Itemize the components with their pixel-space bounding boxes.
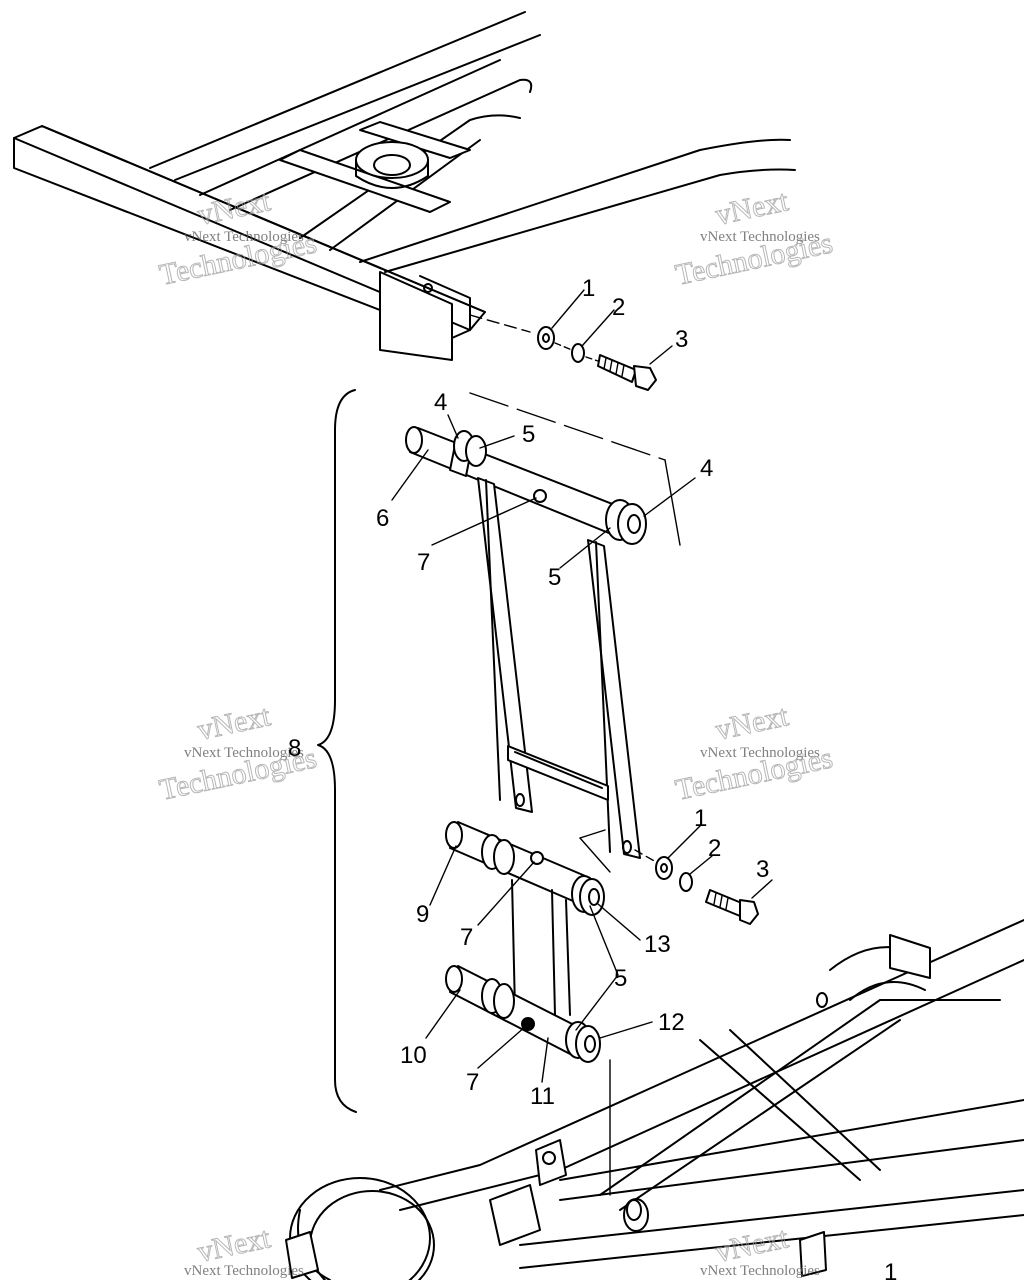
leader-lines	[391, 414, 696, 1083]
watermark-top-right: vNext vNext Technologies Technologies	[672, 184, 836, 293]
callout-3-upper: 3	[675, 326, 688, 353]
callout-labels: 1 2 3 4 5 6 4 7 5 8 1 2 3 9 7 13 5 12 10…	[288, 275, 897, 1280]
svg-text:vNext: vNext	[713, 184, 792, 232]
callout-1-lower: 1	[694, 805, 707, 832]
callout-12: 12	[658, 1009, 685, 1036]
upper-frame	[13, 11, 796, 361]
watermark-bottom-left: vNext vNext Technologies	[184, 1221, 304, 1279]
bolt-3-upper	[597, 354, 657, 391]
callout-1-bottom: 1	[884, 1259, 897, 1280]
reference-lines	[469, 392, 681, 1196]
callout-7-lower: 7	[466, 1069, 479, 1096]
rear-suspension-frame	[285, 919, 1024, 1280]
upper-hardware	[469, 289, 673, 391]
svg-text:vNext Technologies: vNext Technologies	[700, 745, 820, 761]
link-arms	[477, 477, 641, 859]
upper-pivot-shaft-6	[405, 426, 647, 545]
callout-13: 13	[644, 931, 671, 958]
callout-6: 6	[376, 505, 389, 532]
svg-text:vNext Technologies: vNext Technologies	[700, 229, 820, 245]
callout-11: 11	[530, 1083, 555, 1110]
callout-5-lower: 5	[614, 965, 627, 992]
callout-9: 9	[416, 901, 429, 928]
svg-text:vNext: vNext	[195, 1221, 274, 1269]
callout-4-right: 4	[700, 455, 713, 482]
callout-7-middle: 7	[460, 924, 473, 951]
callout-5-upper: 5	[522, 421, 535, 448]
washer-1-upper	[537, 326, 555, 350]
svg-text:vNext Technologies: vNext Technologies	[184, 229, 304, 245]
callout-1-upper: 1	[582, 275, 595, 302]
lower-hardware	[634, 825, 773, 925]
svg-text:vNext Technologies: vNext Technologies	[700, 1263, 820, 1279]
svg-text:vNext: vNext	[195, 699, 274, 747]
assembly-8-brace	[317, 389, 357, 1113]
callout-3-lower: 3	[756, 856, 769, 883]
callout-2-lower: 2	[708, 835, 721, 862]
svg-text:vNext Technologies: vNext Technologies	[184, 1263, 304, 1279]
lower-pivot-shaft-9	[445, 821, 605, 916]
callout-2-upper: 2	[612, 294, 625, 321]
callout-10: 10	[400, 1042, 427, 1069]
lockwasher-2-upper	[571, 343, 585, 363]
callout-5-right: 5	[548, 564, 561, 591]
svg-text:vNext: vNext	[713, 1221, 792, 1269]
svg-text:vNext: vNext	[713, 699, 792, 747]
callout-8: 8	[288, 735, 301, 762]
svg-text:vNext Technologies: vNext Technologies	[184, 745, 304, 761]
lower-pivot-shaft-10	[445, 879, 601, 1063]
callout-7-upper: 7	[417, 549, 430, 576]
watermark-mid-right: vNext vNext Technologies Technologies	[672, 699, 836, 808]
callout-4-left: 4	[434, 389, 447, 416]
